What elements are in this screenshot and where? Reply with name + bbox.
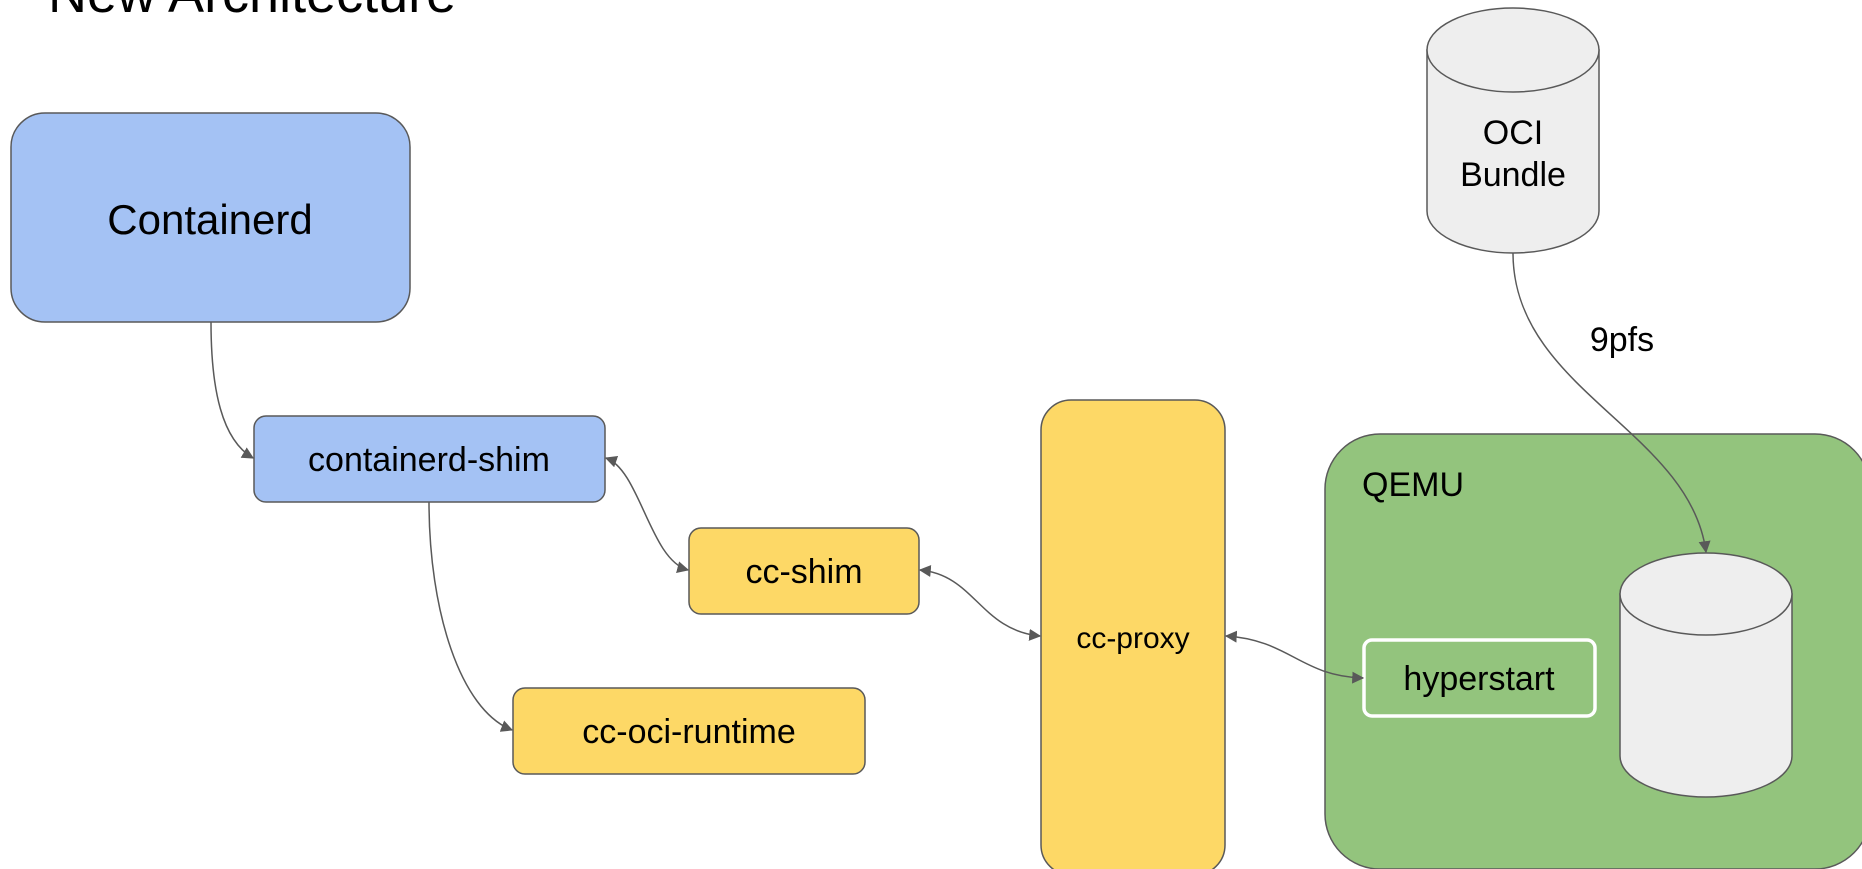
edge-containerd-shim-to-cc-shim <box>604 455 690 574</box>
edge-containerd-shim-to-cc-oci-runtime <box>428 501 514 732</box>
oci-bundle-label-line2: Bundle <box>1460 156 1566 194</box>
cc-shim-node: cc-shim <box>688 527 920 615</box>
cc-oci-runtime-label: cc-oci-runtime <box>582 713 795 751</box>
9pfs-edge-label: 9pfs <box>1590 321 1654 359</box>
containerd-label: Containerd <box>107 196 312 243</box>
cc-oci-runtime-node: cc-oci-runtime <box>512 687 866 775</box>
cc-proxy-node: cc-proxy <box>1040 399 1226 869</box>
guest-storage-cylinder-icon <box>1619 552 1793 798</box>
qemu-label: QEMU <box>1362 466 1464 504</box>
containerd-node: Containerd <box>10 112 411 323</box>
edge-containerd-to-containerd-shim <box>210 321 255 459</box>
edge-oci-bundle-to-guest-storage <box>1512 252 1711 554</box>
cc-shim-label: cc-shim <box>745 553 862 591</box>
edge-cc-shim-to-cc-proxy <box>918 565 1042 641</box>
hyperstart-label: hyperstart <box>1403 660 1555 698</box>
containerd-shim-node: containerd-shim <box>253 415 606 503</box>
oci-bundle-label-line1: OCI <box>1483 114 1543 152</box>
cc-proxy-label: cc-proxy <box>1076 622 1189 655</box>
oci-bundle-node: OCI Bundle <box>1426 7 1600 254</box>
containerd-shim-label: containerd-shim <box>308 441 550 479</box>
edge-cc-proxy-to-hyperstart <box>1224 630 1365 684</box>
page-title: New Architecture <box>48 0 456 24</box>
